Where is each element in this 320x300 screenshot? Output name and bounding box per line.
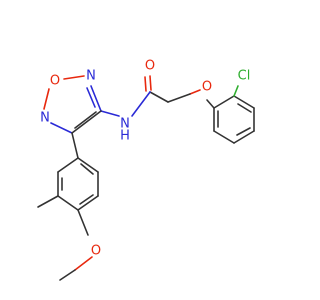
bond [233,130,255,144]
bond [74,256,93,271]
bond [100,110,120,117]
bond [189,89,201,95]
bond [90,85,102,112]
bond [43,88,50,110]
bond [149,75,152,91]
bond [206,99,215,109]
molecule-structure: Cl O O O N N N H O [37,59,255,281]
bond [77,195,99,211]
bond [213,130,235,144]
bond [233,95,255,109]
bond [50,122,73,134]
bond [63,75,85,80]
chlorine-atom-label: Cl [238,69,251,84]
atom-labels: Cl O O O N N N H O [40,59,250,259]
bond [77,157,99,173]
amide-hydrogen-label: H [120,129,130,144]
bond [213,95,235,109]
bond [59,269,76,281]
ring-nitrogen-left-label: N [40,111,50,126]
bond [74,111,97,129]
bond [131,91,151,117]
bond [77,209,89,236]
bond [167,93,191,103]
bonds [37,75,255,281]
bond [237,103,252,113]
amide-nitrogen-label: N [120,117,130,132]
bond [71,132,79,159]
carbonyl-oxygen-label: O [145,59,155,74]
bond [57,157,79,173]
bond [86,87,96,108]
bond [71,110,102,134]
ether-oxygen-label: O [202,80,212,95]
ring-oxygen-label: O [50,74,60,89]
bond [57,195,79,211]
bond [236,127,251,136]
bond [144,76,147,92]
bond [80,163,94,175]
ring-nitrogen-top-label: N [86,69,96,84]
methoxy-oxygen-label: O [91,244,101,259]
bond [37,195,59,208]
bond [233,85,239,97]
bond [149,91,169,103]
bond [79,194,94,205]
